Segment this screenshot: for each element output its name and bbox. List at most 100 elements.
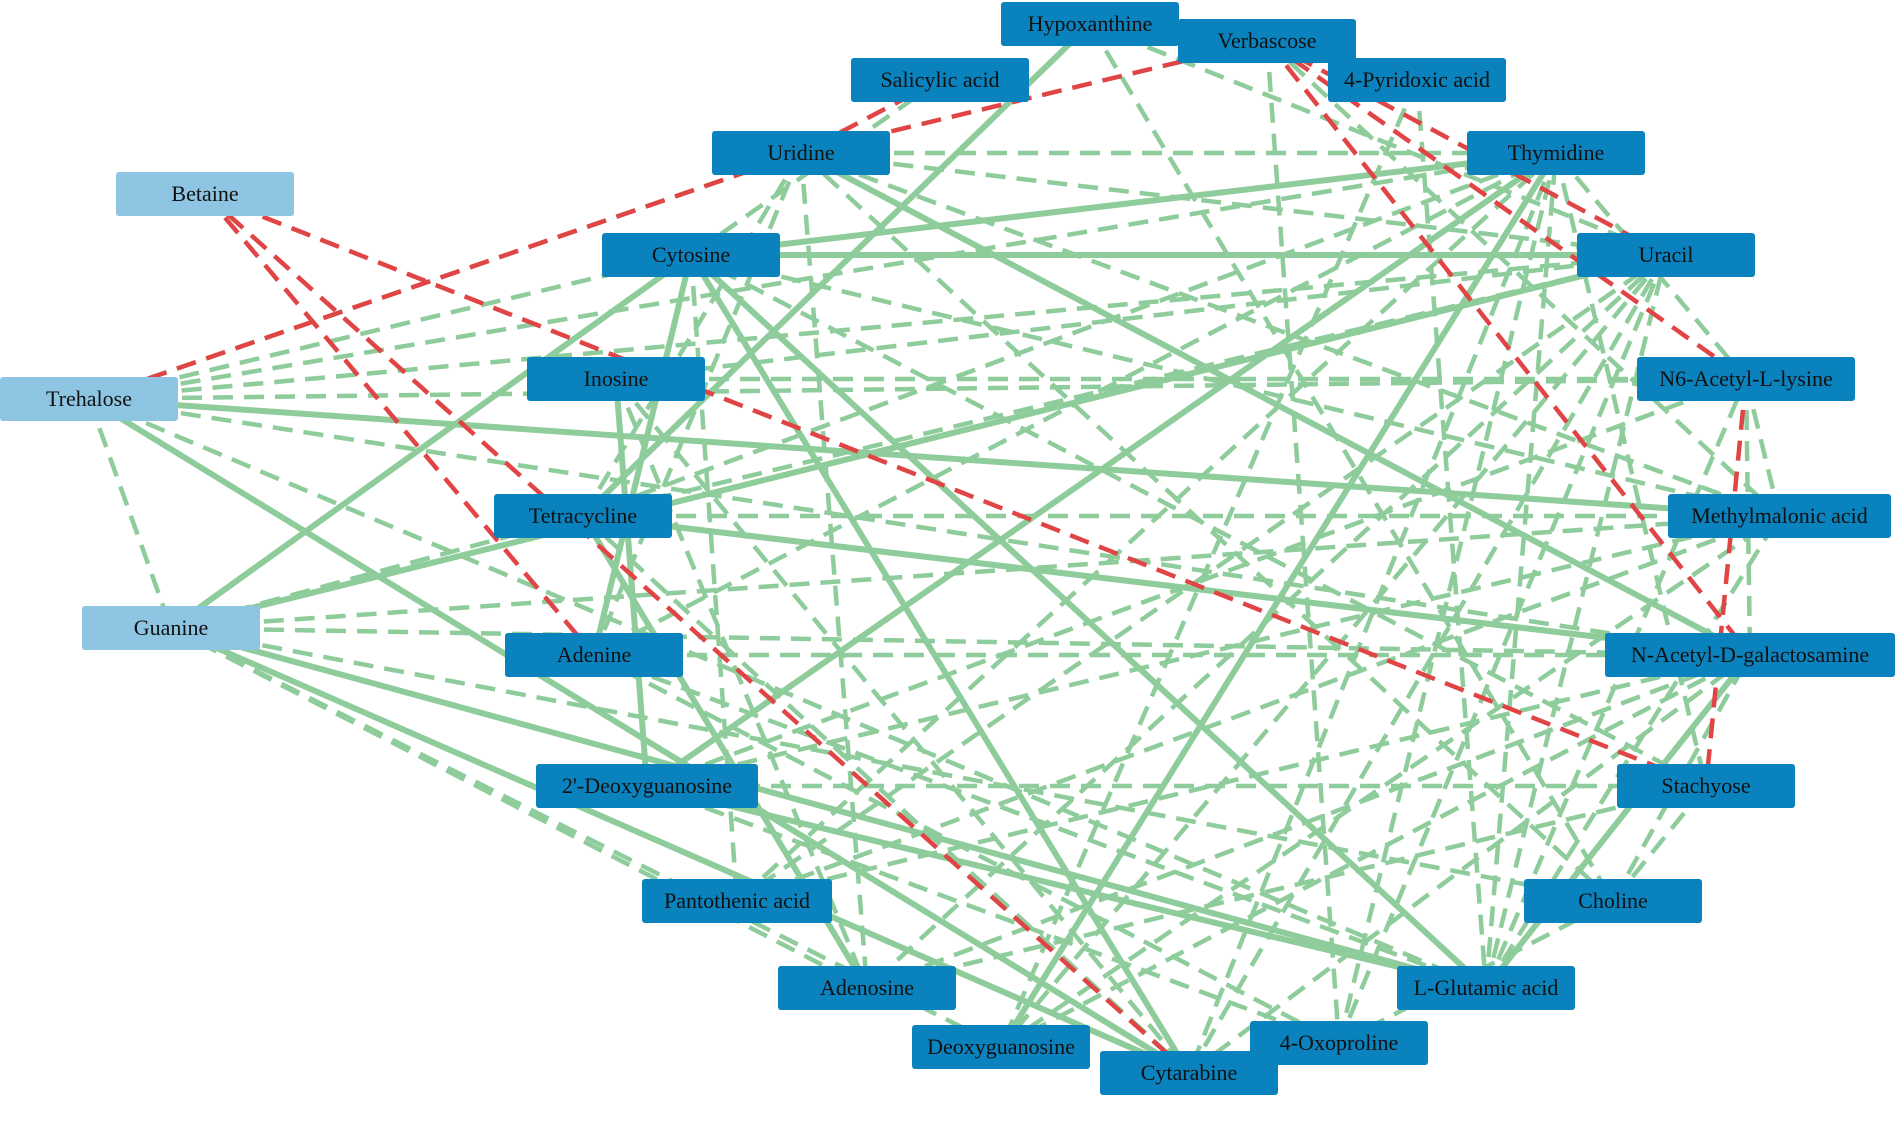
node-uracil: Uracil: [1577, 233, 1755, 277]
edge-uracil-deoxyguanosine-positive: [999, 253, 1668, 1049]
node-guanine: Guanine: [82, 606, 260, 650]
node-label: 4-Oxoproline: [1279, 1030, 1399, 1055]
edge-thymidine-n6acetyl-positive: [1554, 151, 1748, 381]
edge-hypoxanthine-tetracycline-positive: [580, 21, 1093, 519]
edge-trehalose-glutamic-positive: [88, 396, 1487, 991]
edge-trehalose-uracil-positive: [88, 252, 1667, 402]
node-oxoproline: 4-Oxoproline: [1250, 1021, 1428, 1065]
node-choline: Choline: [1524, 879, 1702, 923]
node-verbascose: Verbascose: [1178, 19, 1356, 63]
edge-cytosine-glutamic-positive: [688, 252, 1489, 991]
node-label: Deoxyguanosine: [927, 1034, 1075, 1059]
edge-guanine-methylmalonic-positive: [170, 513, 1780, 631]
edge-trehalose-cytarabine-positive: [87, 396, 1191, 1076]
edge-thymidine-cytarabine-positive: [1186, 152, 1559, 1074]
edge-trehalose-n6acetyl-positive: [88, 376, 1747, 402]
node-label: Uracil: [1638, 242, 1694, 267]
edge-deoxyguanosine2-n6acetyl-positive: [646, 376, 1747, 789]
node-thymidine: Thymidine: [1467, 131, 1645, 175]
edge-tetracycline-nacetylgal-positive: [582, 513, 1751, 658]
node-label: Choline: [1578, 888, 1648, 913]
node-betaine: Betaine: [116, 172, 294, 216]
node-label: Inosine: [583, 366, 649, 391]
node-label: N6-Acetyl-L-lysine: [1659, 366, 1833, 391]
edge-pyridoxic-glutamic-positive: [1414, 79, 1489, 989]
node-cytosine: Cytosine: [602, 233, 780, 277]
node-salicylic: Salicylic acid: [851, 58, 1029, 102]
node-glutamic: L-Glutamic acid: [1397, 966, 1575, 1010]
node-n6acetyl: N6-Acetyl-L-lysine: [1637, 357, 1855, 401]
node-methylmalonic: Methylmalonic acid: [1668, 494, 1891, 538]
edge-deoxyguanosine-nacetylgal-positive: [999, 653, 1752, 1049]
edge-betaine-stachyose-negative: [204, 191, 1707, 789]
node-label: Stachyose: [1661, 773, 1751, 798]
node-pantothenic: Pantothenic acid: [642, 879, 832, 923]
node-deoxyguanosine2: 2'-Deoxyguanosine: [536, 764, 758, 808]
edge-thymidine-deoxyguanosine2-positive: [645, 150, 1558, 789]
edge-trehalose-thymidine-positive: [88, 150, 1557, 402]
edge-oxoproline-choline-positive: [1337, 899, 1615, 1045]
node-uridine: Uridine: [712, 131, 890, 175]
edge-hypoxanthine-choline-positive: [1088, 22, 1615, 903]
edge-guanine-cytarabine-positive: [169, 625, 1191, 1076]
node-inosine: Inosine: [527, 357, 705, 401]
node-pyridoxic: 4-Pyridoxic acid: [1328, 58, 1506, 102]
node-label: Verbascose: [1217, 28, 1317, 53]
node-adenine: Adenine: [505, 633, 683, 677]
node-label: Trehalose: [46, 386, 132, 411]
edge-guanine-choline-positive: [170, 625, 1614, 904]
node-label: Hypoxanthine: [1027, 11, 1153, 36]
edge-choline-stachyose-positive: [1611, 784, 1708, 903]
edge-glutamic-thymidine-positive: [1483, 152, 1559, 989]
edge-uracil-inosine-positive: [615, 252, 1667, 382]
node-stachyose: Stachyose: [1617, 764, 1795, 808]
edge-n6acetyl-methylmalonic-positive: [1743, 378, 1782, 517]
edge-cytosine-cytarabine-positive: [688, 253, 1192, 1075]
node-label: Cytarabine: [1140, 1060, 1238, 1085]
edge-stachyose-adenosine-positive: [866, 783, 1707, 991]
node-label: Salicylic acid: [880, 67, 1000, 92]
edge-guanine-cytosine-positive: [169, 252, 693, 631]
node-nacetylgal: N-Acetyl-D-galactosamine: [1605, 633, 1895, 677]
edge-trehalose-methylmalonic-positive: [88, 396, 1780, 519]
edge-trehalose-guanine-positive: [86, 398, 174, 629]
edge-inosine-adenosine-positive: [613, 378, 870, 989]
edge-salicylic-cytosine-positive: [689, 78, 942, 257]
edge-cytosine-thymidine-positive: [690, 150, 1557, 258]
edge-deoxyguanosine2-glutamic-positive: [646, 783, 1487, 991]
node-label: Adenine: [556, 642, 632, 667]
edge-verbascose-methylmalonic-positive: [1265, 39, 1782, 518]
edge-cytarabine-nacetylgal-positive: [1187, 653, 1752, 1075]
node-label: 4-Pyridoxic acid: [1343, 67, 1491, 92]
edge-pantothenic-nacetylgal-positive: [736, 652, 1751, 904]
edge-thymidine-deoxyguanosine-positive: [998, 151, 1559, 1049]
edge-trehalose-uridine-negative: [88, 150, 802, 402]
edge-uridine-uracil-positive: [800, 150, 1667, 258]
node-label: Guanine: [133, 615, 209, 640]
edge-thymidine-tetracycline-positive: [582, 150, 1557, 519]
edge-guanine-glutamic-positive: [170, 625, 1487, 991]
node-tetracycline: Tetracycline: [494, 494, 672, 538]
node-hypoxanthine: Hypoxanthine: [1001, 2, 1179, 46]
edge-uracil-oxoproline-positive: [1336, 254, 1669, 1044]
edge-glutamic-uracil-positive: [1483, 254, 1669, 989]
edge-betaine-adenine-negative: [203, 192, 596, 657]
node-label: Tetracycline: [528, 503, 638, 528]
edge-uridine-methylmalonic-positive: [800, 150, 1781, 519]
edge-trehalose-nacetylgal-positive: [88, 396, 1751, 658]
node-label: Adenosine: [819, 975, 915, 1000]
edge-cytosine-adenine-positive: [591, 254, 694, 656]
edge-guanine-uracil-positive: [170, 252, 1667, 631]
node-deoxyguanosine: Deoxyguanosine: [912, 1025, 1090, 1069]
edge-oxoproline-thymidine-positive: [1336, 152, 1559, 1044]
edge-inosine-deoxyguanosine2-positive: [613, 378, 650, 787]
node-label: Cytosine: [651, 242, 731, 267]
node-label: Pantothenic acid: [663, 888, 810, 913]
edge-adenine-glutamic-positive: [593, 652, 1487, 991]
node-label: L-Glutamic acid: [1413, 975, 1559, 1000]
node-cytarabine: Cytarabine: [1100, 1051, 1278, 1095]
edge-betaine-cytarabine-negative: [203, 192, 1191, 1075]
edge-uracil-pantothenic-positive: [735, 253, 1668, 903]
edge-cytosine-stachyose-positive: [689, 253, 1708, 788]
edge-adenine-oxoproline-positive: [592, 653, 1341, 1045]
